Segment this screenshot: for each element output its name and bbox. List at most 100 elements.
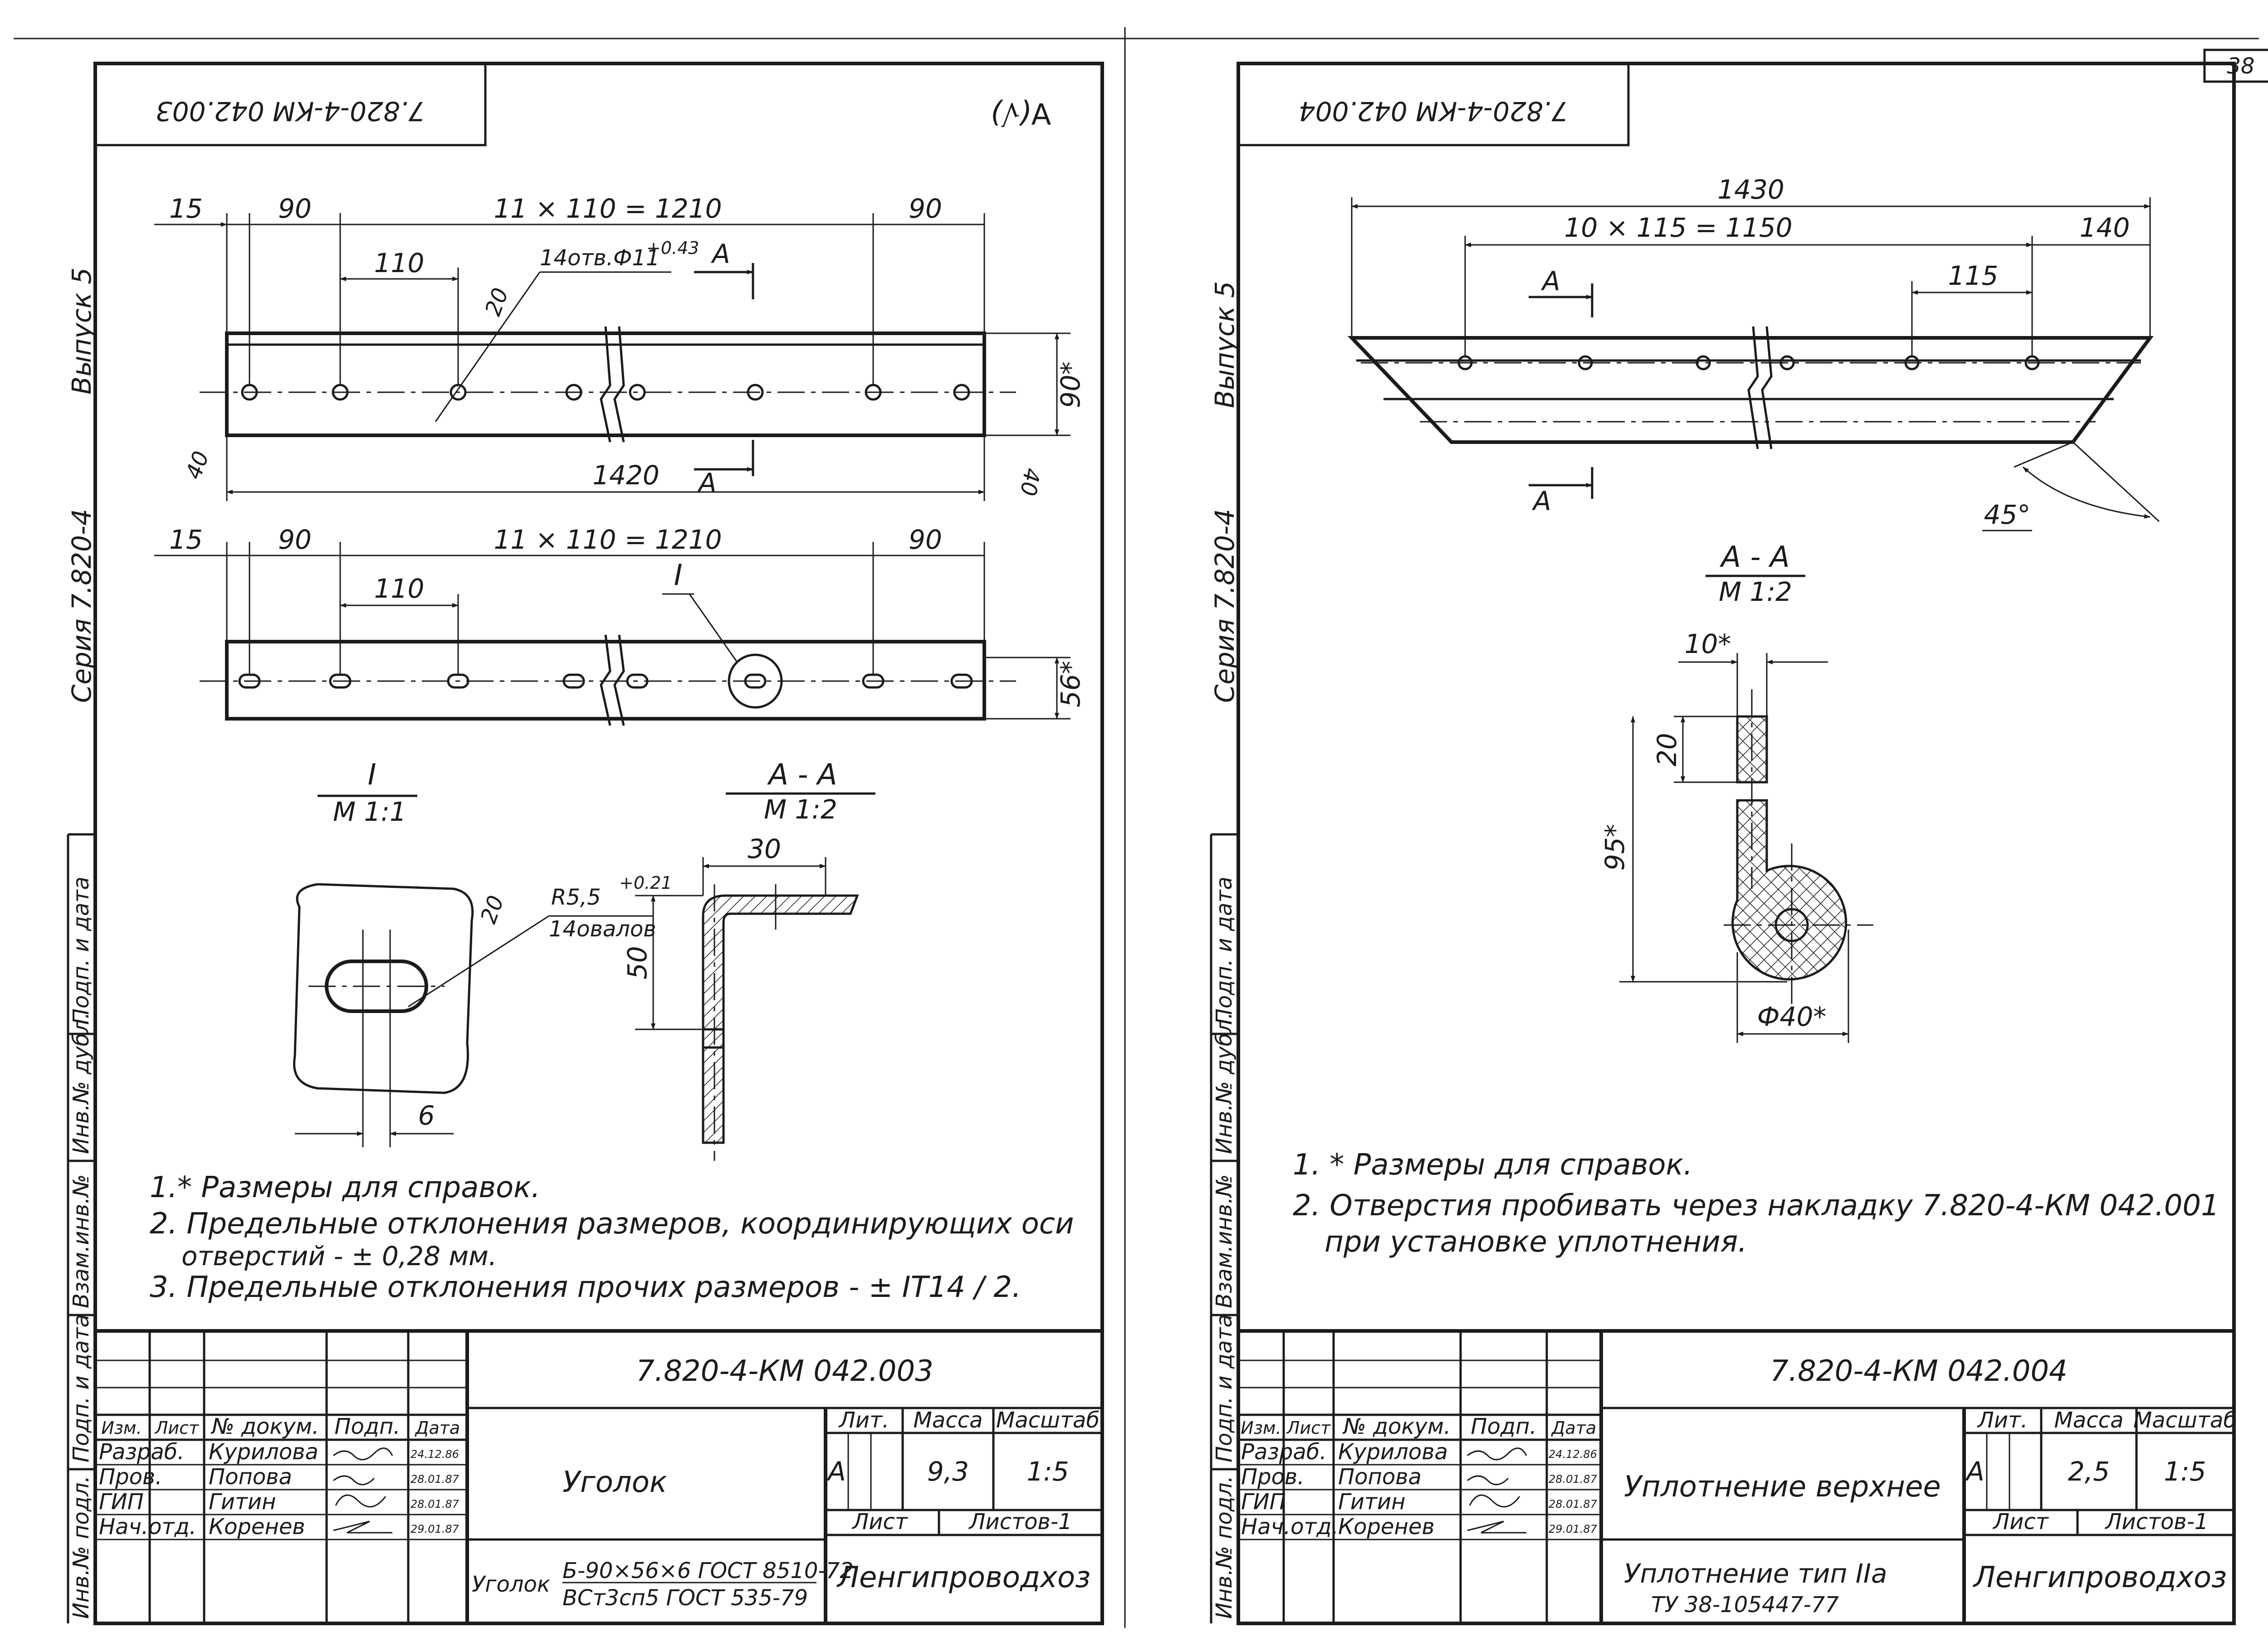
dim-1210: 11 × 110 = 1210 (494, 193, 722, 224)
left-tb-name-4: Коренев (209, 1514, 305, 1540)
right-tb-scale-label: Масштаб (2133, 1408, 2237, 1433)
seal-outline (1347, 336, 2154, 444)
right-tb-name-2: Попова (1338, 1464, 1422, 1490)
left-sheet-frame (93, 62, 1104, 1625)
right-tb-sheet-label: Лист (1992, 1509, 2049, 1535)
right-note-2: 2. Отверстия пробивать через накладку 7.… (1293, 1189, 2219, 1223)
right-tb-role-2: Пров. (1241, 1464, 1304, 1490)
hole (1904, 355, 1920, 370)
hole (565, 384, 582, 401)
left-note-2: 2. Предельные отклонения размеров, коорд… (150, 1207, 1074, 1241)
right-side-sign-date-2: Подп. и дата (1212, 1314, 1237, 1462)
dim2-90b: 90 (909, 524, 942, 555)
left-side-sign-date-2: Подп. и дата (68, 1314, 94, 1462)
section-label-bottom: А (697, 468, 717, 498)
right-tb-h-sign: Подп. (1471, 1414, 1536, 1439)
right-view-1: 1430 10 × 115 = 1150 140 115 А А 45° (1347, 174, 2160, 531)
hole (1578, 355, 1593, 370)
right-tb-name-3: Гитин (1338, 1489, 1405, 1515)
right-section-dim-20: 20 (1652, 733, 1682, 766)
left-title-block: 7.820-4-КМ 042.003 Изм. Лист № докум. По… (95, 1329, 1102, 1623)
left-tb-h-doc: № докум. (210, 1414, 319, 1439)
right-tb-h-date: Дата (1551, 1418, 1596, 1438)
dim-90b: 90 (909, 193, 942, 224)
signature (1467, 1520, 1526, 1534)
left-tb-lit-label: Лит. (838, 1408, 890, 1433)
break-line (613, 326, 625, 443)
left-section-aa: А - А М 1:2 30 50 (622, 758, 875, 1161)
signature (333, 1447, 393, 1461)
right-top-stamp-code: 7.820-4-КМ 042.004 (1299, 96, 1568, 127)
left-tb-h-list: Лист (154, 1418, 200, 1438)
dim-110: 110 (374, 248, 425, 278)
right-tb-h-izm: Изм. (1241, 1418, 1281, 1438)
left-tb-name-2: Попова (209, 1464, 292, 1490)
ext-line (2072, 441, 2160, 522)
right-section-dim-95: 95* (1599, 824, 1630, 871)
detail-i-radius-tol: +0.21 (619, 873, 672, 893)
dim2-110: 110 (374, 573, 425, 604)
left-side-inv-podl: Инв.№ подл. (68, 1476, 94, 1619)
left-side-series: Серия 7.820-4 (66, 509, 97, 703)
right-tb-date-4: 29.01.87 (1549, 1523, 1598, 1535)
right-side-issue: Выпуск 5 (1209, 281, 1240, 408)
left-top-stamp-box (94, 62, 487, 146)
detail-mark: I (674, 559, 683, 592)
right-tb-org: Ленгипроводхоз (1973, 1561, 2227, 1594)
left-tb-role-4: Нач.отд. (99, 1514, 196, 1540)
right-section-aa-title: А - А (1719, 541, 1789, 574)
right-tb-role-4: Нач.отд. (1241, 1514, 1339, 1540)
right-section-dim-40: Ф40* (1757, 1001, 1827, 1032)
right-tb-mass-label: Масса (2054, 1408, 2123, 1433)
dim2-1210: 11 × 110 = 1210 (494, 524, 722, 555)
slot (950, 673, 973, 689)
slot (562, 673, 585, 689)
leader (408, 915, 549, 1008)
right-section-label-top: А (1540, 266, 1560, 297)
signature (1469, 1494, 1520, 1508)
right-tb-date-2: 28.01.87 (1549, 1473, 1598, 1486)
page-number-box (2203, 49, 2268, 83)
dim2-56: 56* (1055, 661, 1086, 707)
right-tb-role-3: ГИП (1241, 1489, 1286, 1515)
leader (689, 594, 738, 663)
left-tb-date-2: 28.01.87 (411, 1473, 459, 1486)
left-notes: 1.* Размеры для справок. 2. Предельные о… (150, 1171, 1074, 1304)
detail-i-plate (293, 883, 474, 1094)
roughness-symbol: ∀(√) (990, 96, 1051, 130)
leader (435, 272, 541, 422)
break-line (600, 326, 611, 443)
left-side-inv-dubl: Инв.№ дубл. (68, 1012, 94, 1154)
right-note-1: 1. * Размеры для справок. (1293, 1148, 1693, 1182)
seal-bulb (1731, 799, 1848, 981)
left-view-2: I 15 90 11 × 110 = 1210 90 110 56* (154, 524, 1086, 726)
right-side-series: Серия 7.820-4 (1209, 509, 1240, 703)
hole (953, 384, 970, 401)
detail-i-scale: М 1:1 (333, 796, 406, 827)
right-tb-date-3: 28.01.87 (1549, 1498, 1598, 1510)
break-line (1761, 326, 1773, 449)
left-tb-sheets-label: Листов-1 (968, 1509, 1072, 1535)
ext-line (2014, 441, 2073, 468)
right-tb-h-list: Лист (1286, 1418, 1331, 1438)
left-tb-name-3: Гитин (209, 1489, 276, 1515)
right-tb-lit-label: Лит. (1977, 1408, 2028, 1433)
right-side-vzam-inv: Взам.инв.№ (1212, 1174, 1237, 1308)
right-angle-45: 45° (1984, 499, 2031, 530)
angle-arc (2022, 466, 2151, 519)
left-sheet: 7.820-4-КМ 042.003 ∀(√) Серия 7.820-4 Вы… (66, 62, 1104, 1625)
detail-i-radius: R5,5 (551, 885, 601, 910)
roughness-40b: 40 (1015, 466, 1045, 498)
angle-profile (702, 894, 859, 1144)
right-tb-lit: А (1965, 1456, 1984, 1487)
break-line (600, 634, 611, 726)
right-section-dim-10: 10* (1685, 628, 1731, 659)
right-tb-material-1: Уплотнение тип IIа (1624, 1558, 1887, 1589)
page-number: 38 (2227, 54, 2254, 79)
left-side-vzam-inv: Взам.инв.№ (68, 1174, 94, 1308)
right-tb-sheets-label: Листов-1 (2104, 1509, 2208, 1535)
left-tb-name-1: Курилова (209, 1439, 318, 1465)
dim-90-height: 90* (1055, 361, 1086, 408)
right-dim-140: 140 (2080, 212, 2130, 243)
